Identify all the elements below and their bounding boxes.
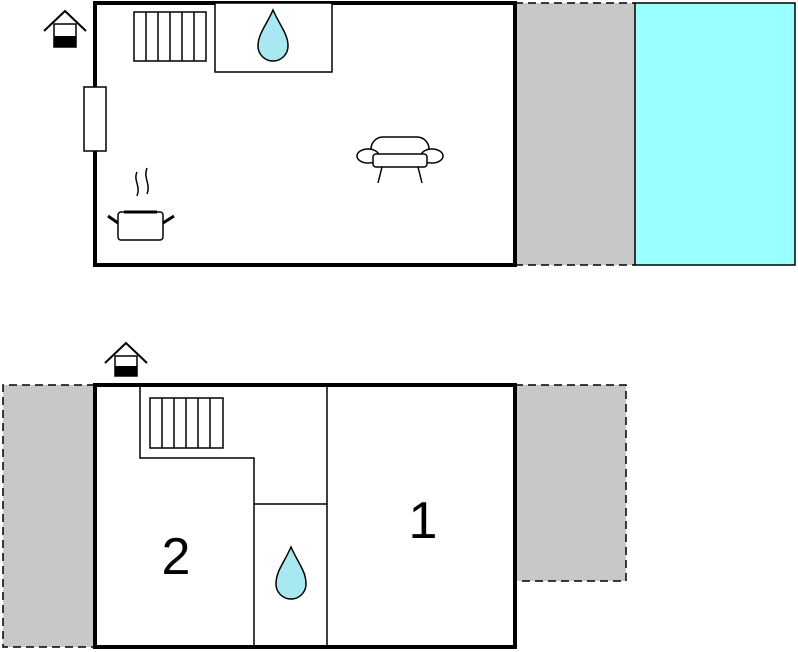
radiator-icon xyxy=(133,11,207,62)
terrace-area xyxy=(515,385,626,581)
entrance-icon xyxy=(104,341,148,377)
pool-icon xyxy=(634,2,796,266)
upper-floor-walls xyxy=(93,383,517,649)
sofa-icon xyxy=(356,136,444,184)
terrace-dashed-edge xyxy=(515,384,627,582)
room-label-2: 2 xyxy=(162,528,191,586)
room-label-1: 1 xyxy=(409,492,438,550)
bathroom-water-drop-icon xyxy=(275,545,307,600)
terrace-dashed-edge xyxy=(2,384,95,648)
radiator-icon xyxy=(149,397,224,449)
terrace-dashed-edge xyxy=(515,2,635,266)
terrace-area xyxy=(3,385,95,647)
ground-floor-plan xyxy=(43,1,796,267)
interior-walls xyxy=(139,385,328,647)
bathroom-water-drop-icon xyxy=(257,8,289,62)
window-icon xyxy=(83,86,107,152)
kitchen-pot-icon xyxy=(107,167,175,241)
entrance-icon xyxy=(43,9,87,48)
terrace-area xyxy=(515,3,635,265)
upper-floor-plan: 1 2 xyxy=(2,341,627,649)
